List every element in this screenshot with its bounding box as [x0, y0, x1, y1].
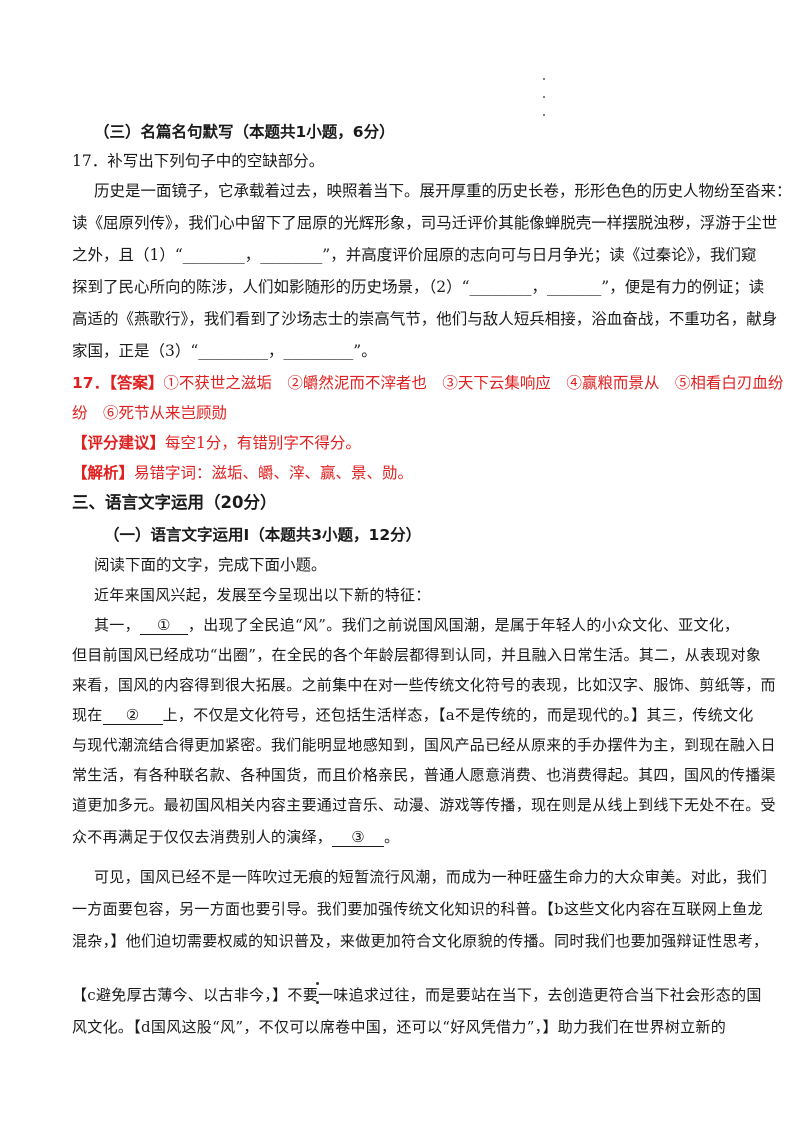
passage-text: 其一，: [94, 616, 140, 634]
q17-answer: 17．【答案】①不获世之滋垢 ②皭然泥而不滓者也 ③天下云集响应 ④赢粮而景从 …: [72, 372, 783, 394]
passage-text: 。: [384, 828, 400, 846]
blank-2: ②: [102, 706, 163, 725]
passage-text: 上，不仅是文化符号，还包括生活样态，【a不是传统的，而是现代的。】其三，传统文化: [162, 706, 754, 724]
passage-text: 现在: [72, 706, 103, 724]
scan-dots: [543, 78, 549, 132]
analysis-label: 【解析】: [72, 464, 135, 482]
passage-line: 近年来国风兴起，发展至今呈现出以下新的特征：: [94, 586, 431, 604]
reading-instruction: 阅读下面的文字，完成下面小题。: [94, 556, 327, 574]
passage-line: 但目前国风已经成功“出圈”，在全民的各个年龄层都得到认同，并且融入日常生活。其二…: [72, 646, 762, 664]
passage-line: 混杂，】他们迫切需要权威的知识普及，来做更加符合文化原貌的传播。同时我们也要加强…: [72, 932, 769, 950]
passage-text: 众不再满足于仅仅去消费别人的演绎，: [72, 828, 333, 846]
section-heading-famous-lines: （三）名篇名句默写（本题共1小题，6分）: [94, 123, 395, 141]
q17-scoring: 【评分建议】每空1分，有错别字不得分。: [72, 432, 734, 454]
scoring-text: 每空1分，有错别字不得分。: [165, 434, 361, 452]
passage-line: 与现代潮流结合得更加紧密。我们能明显地感知到，国风产品已经从原来的手办摆件为主，…: [72, 736, 776, 754]
q17-text-line: 家国，正是（3）“_________，_________”。: [72, 342, 377, 360]
q17-answer-continued: 纷 ⑥死节从来岂顾勋: [72, 404, 228, 422]
passage-line: 常生活，有各种联名款、各种国货，而且价格亲民，普通人愿意消费、也消费得起。其四，…: [72, 766, 776, 784]
passage-line: 众不再满足于仅仅去消费别人的演绎，③。: [72, 826, 734, 848]
passage-line: 道更加多元。最初国风相关内容主要通过音乐、动漫、游戏等传播，现在则是从线上到线下…: [72, 796, 776, 814]
passage-line: 可见，国风已经不是一阵吹过无痕的短暂流行风潮，而成为一种旺盛生命力的大众审美。对…: [94, 868, 768, 886]
q17-analysis: 【解析】易错字词：滋垢、皭、滓、赢、景、勋。: [72, 462, 734, 484]
blank-1: ①: [139, 616, 188, 635]
part-3-subtitle: （一）语言文字运用Ⅰ（本题共3小题，12分）: [104, 526, 422, 544]
passage-line: 【c避免厚古薄今、以古非今，】不要一味追求过往，而是要站在当下，去创造更符合当下…: [72, 986, 762, 1004]
passage-line: 其一，①，出现了全民追“风”。我们之前说国风国潮，是属于年轻人的小众文化、亚文化…: [94, 614, 756, 636]
analysis-text: 易错字词：滋垢、皭、滓、赢、景、勋。: [134, 464, 414, 482]
passage-text: ，出现了全民追“风”。我们之前说国风国潮，是属于年轻人的小众文化、亚文化，: [187, 616, 740, 634]
blank-3: ③: [332, 828, 385, 847]
passage-line: 一方面要包容，另一方面也要引导。我们要加强传统文化知识的科普。【b这些文化内容在…: [72, 900, 763, 918]
passage-line: 来看，国风的内容得到很大拓展。之前集中在对一些传统文化符号的表现，比如汉字、服饰…: [72, 676, 776, 694]
q17-text-line: 之外，且（1）“________，________”，并高度评价屈原的志向可与日…: [72, 246, 757, 264]
question-17-prompt: 17．补写出下列句子中的空缺部分。: [72, 152, 325, 170]
answer-text: ①不获世之滋垢 ②皭然泥而不滓者也 ③天下云集响应 ④赢粮而景从 ⑤相看白刃血纷: [163, 374, 784, 392]
part-3-title: 三、语言文字运用（20分）: [72, 493, 277, 512]
q17-text-line: 读《屈原列传》，我们心中留下了屈原的光辉形象，司马迁评价其能像蝉脱壳一样摆脱浊秽…: [72, 214, 778, 232]
q17-text-line: 高适的《燕歌行》，我们看到了沙场志士的崇高气节，他们与敌人短兵相接，浴血奋战，不…: [72, 310, 778, 328]
emphasis-dots: [316, 970, 336, 1008]
passage-line: 风文化。【d国风这股“风”，不仅可以席卷中国，还可以“好风凭借力”，】助力我们在…: [72, 1018, 727, 1036]
scoring-label: 【评分建议】: [72, 434, 166, 452]
q17-text-line: 探到了民心所向的陈涉，人们如影随形的历史场景，（2）“________，____…: [72, 278, 765, 296]
answer-label: 17．【答案】: [72, 374, 164, 392]
q17-text-line: 历史是一面镜子，它承载着过去，映照着当下。展开厚重的历史长卷，形形色色的历史人物…: [94, 182, 792, 200]
